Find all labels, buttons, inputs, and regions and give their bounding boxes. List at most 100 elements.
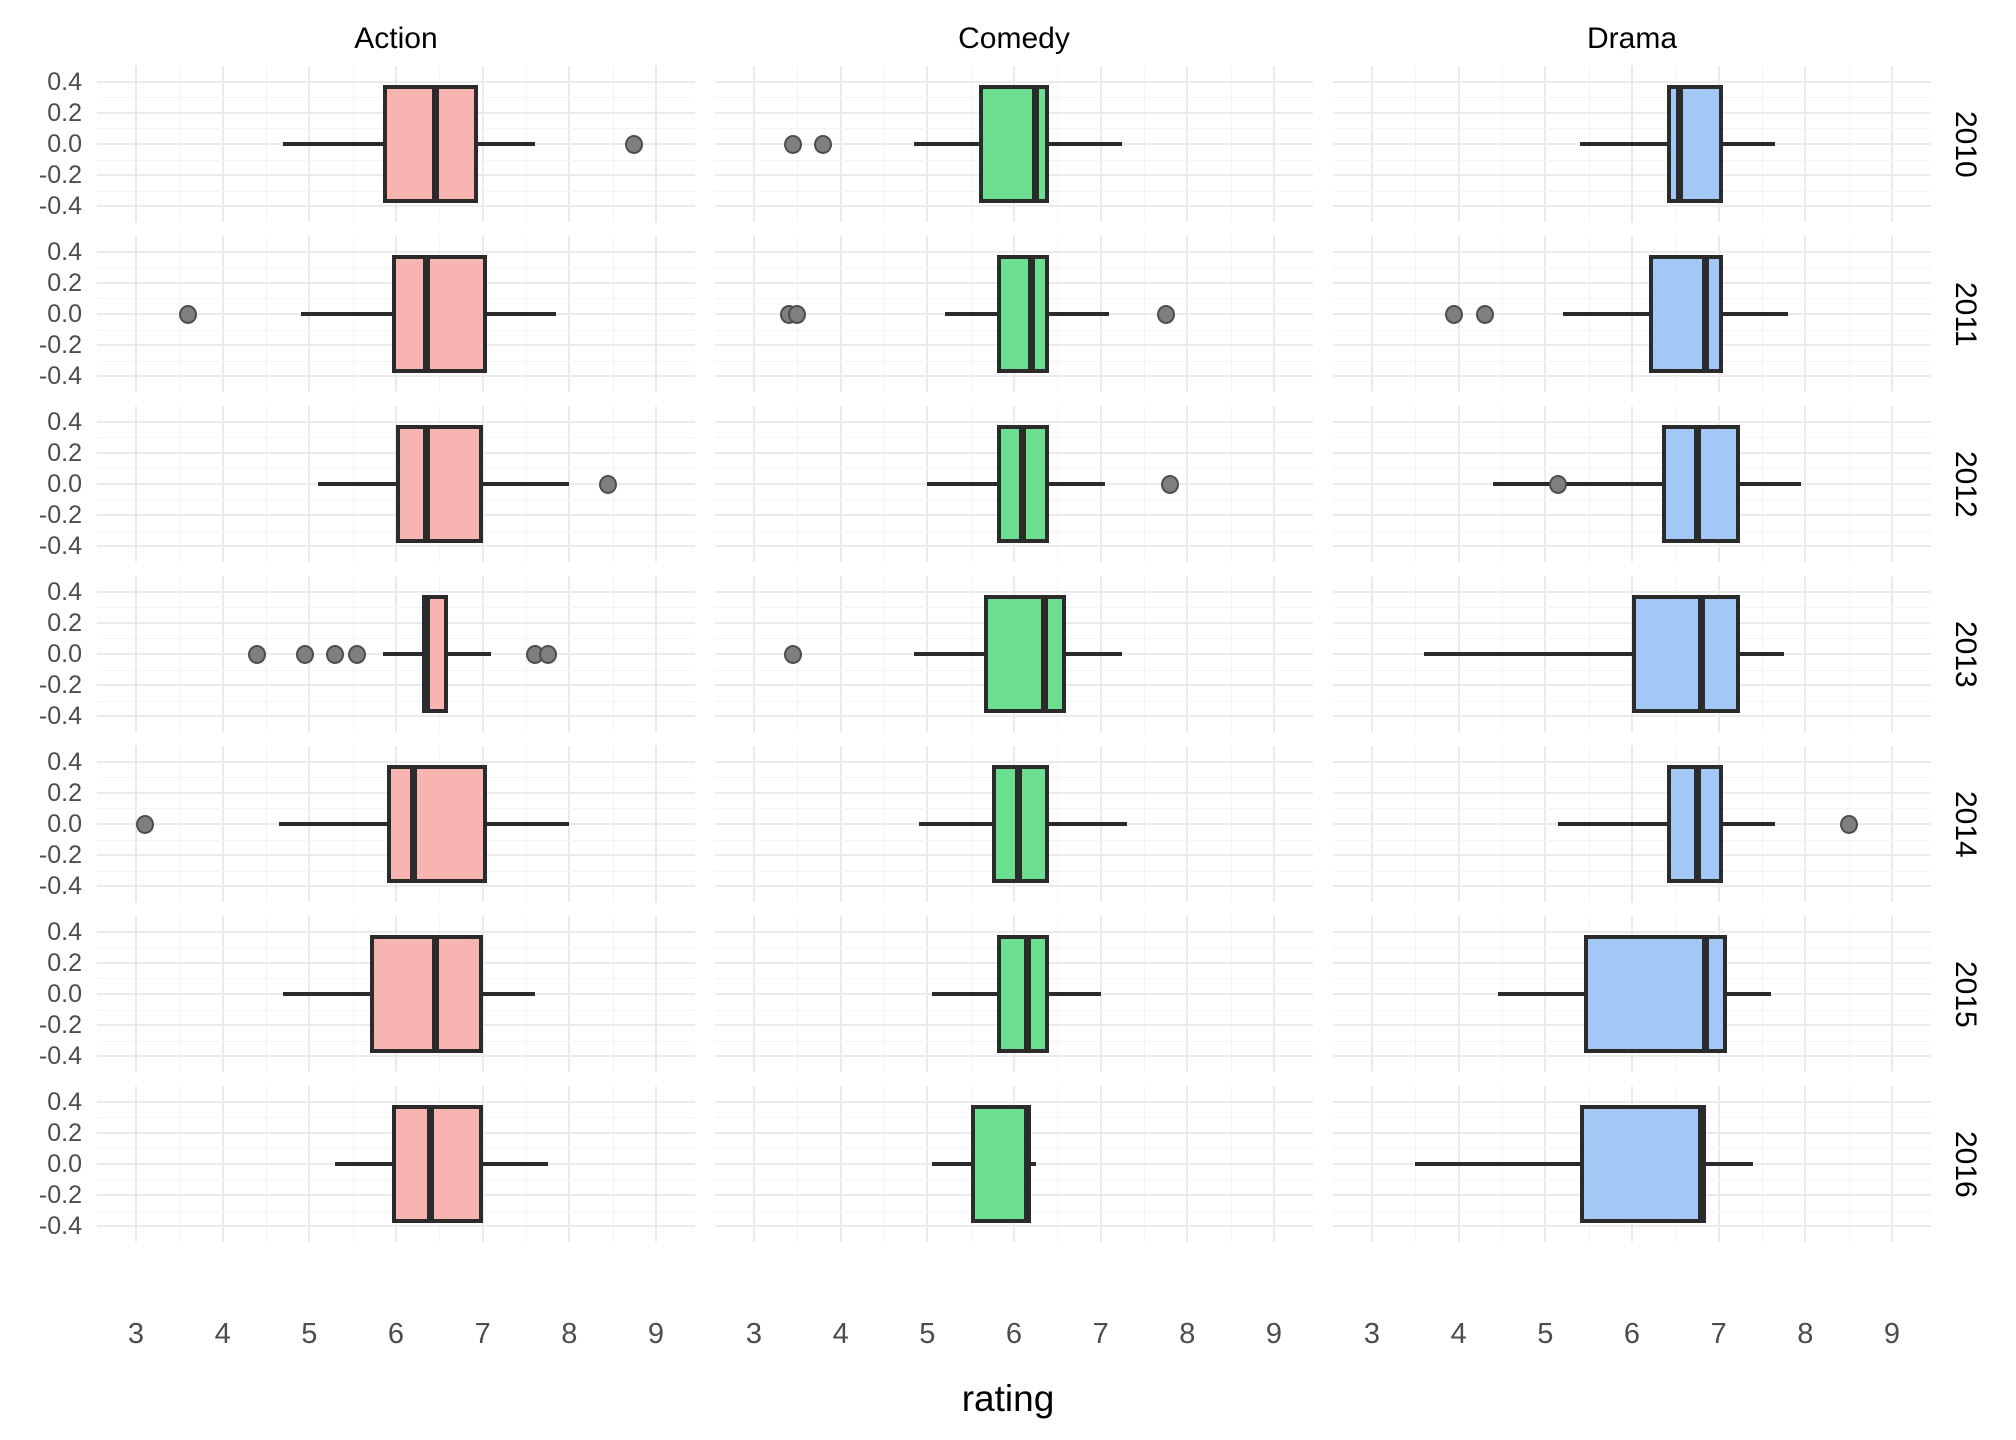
gridline-major-horizontal	[715, 375, 1313, 378]
median-line	[1032, 84, 1040, 204]
y-axis-tick-label: 0.0	[47, 300, 82, 328]
whisker-lower	[318, 482, 396, 486]
gridline-minor-horizontal	[1333, 839, 1931, 841]
x-axis-tick-label: 9	[1265, 1318, 1283, 1350]
gridline-major-horizontal	[97, 621, 695, 624]
whisker-upper	[482, 1162, 548, 1166]
gridline-major-horizontal	[1333, 930, 1931, 933]
median-line	[1023, 934, 1031, 1054]
whisker-lower	[914, 652, 984, 656]
gridline-major-horizontal	[97, 420, 695, 423]
whisker-lower	[927, 482, 997, 486]
outlier-point	[1445, 304, 1464, 324]
median-line	[1040, 594, 1048, 714]
median-line	[427, 1104, 435, 1224]
x-axis-tick-label: 6	[387, 1318, 405, 1350]
gridline-major-horizontal	[715, 420, 1313, 423]
outlier-point	[625, 134, 644, 154]
median-line	[1027, 254, 1035, 374]
panel-drama-2010	[1333, 66, 1931, 222]
gridline-major-horizontal	[715, 760, 1313, 763]
y-axis-tick-label: 0.0	[47, 810, 82, 838]
box-iqr	[1666, 84, 1723, 204]
gridline-major-horizontal	[715, 885, 1313, 888]
median-line	[1023, 1104, 1031, 1224]
y-axis-tick-label: -0.2	[38, 1181, 82, 1210]
gridline-major-horizontal	[97, 1225, 695, 1228]
y-axis-tick-label: 0.2	[47, 608, 82, 637]
box-iqr	[970, 1104, 1032, 1224]
x-axis-tick-label: 7	[1092, 1318, 1109, 1350]
whisker-upper	[1048, 142, 1123, 146]
gridline-minor-horizontal	[1333, 159, 1931, 161]
whisker-lower	[383, 652, 422, 656]
gridline-minor-horizontal	[1333, 329, 1931, 331]
gridline-major-horizontal	[97, 684, 695, 687]
x-axis-tick-label: 7	[1710, 1318, 1727, 1350]
panel-drama-2012	[1333, 406, 1931, 562]
gridline-major-horizontal	[715, 205, 1313, 208]
outlier-point	[1156, 304, 1175, 324]
whisker-lower	[283, 992, 370, 996]
x-axis-tick-label: 9	[647, 1318, 665, 1350]
y-axis-tick-label: 0.2	[47, 438, 82, 467]
x-axis-tick-label: 8	[1797, 1318, 1814, 1350]
gridline-major-horizontal	[97, 1055, 695, 1058]
whisker-lower	[300, 312, 392, 316]
box-iqr	[1632, 594, 1741, 714]
y-axis-tick-label: -0.2	[38, 1011, 82, 1040]
box-iqr	[996, 934, 1049, 1054]
whisker-upper	[1740, 482, 1801, 486]
outlier-point	[1549, 474, 1568, 494]
median-line	[1702, 934, 1710, 1054]
panel-action-2010	[97, 66, 695, 222]
box-iqr	[370, 934, 483, 1054]
facet-column-label-drama: Drama	[1586, 22, 1677, 55]
whisker-upper	[482, 992, 535, 996]
box-iqr	[1649, 254, 1723, 374]
gridline-major-horizontal	[1333, 451, 1931, 454]
y-axis-tick-label: -0.2	[38, 331, 82, 360]
outlier-point	[1839, 814, 1858, 834]
whisker-upper	[1723, 142, 1775, 146]
gridline-major-horizontal	[1333, 205, 1931, 208]
gridline-major-horizontal	[715, 1225, 1313, 1228]
median-line	[1697, 1104, 1705, 1224]
gridline-major-horizontal	[1333, 344, 1931, 347]
gridline-major-horizontal	[97, 250, 695, 253]
x-axis-tick-label: 3	[745, 1318, 763, 1350]
y-axis-tick-label: 0.4	[47, 747, 82, 776]
gridline-major-horizontal	[1333, 375, 1931, 378]
outlier-point	[326, 644, 345, 664]
whisker-upper	[1048, 312, 1110, 316]
x-axis-tick-label: 3	[1363, 1318, 1381, 1350]
gridline-minor-horizontal	[97, 669, 695, 671]
panel-action-2011	[97, 236, 695, 392]
outlier-point	[1161, 474, 1179, 494]
whisker-upper	[478, 142, 535, 146]
whisker-upper	[1048, 992, 1101, 996]
x-axis-tick-label: 6	[1623, 1318, 1641, 1350]
facet-row-label-2016: 2016	[1949, 1130, 1982, 1198]
outlier-point	[788, 304, 807, 324]
x-axis-tick-label: 5	[919, 1318, 936, 1350]
gridline-major-horizontal	[715, 545, 1313, 548]
median-line	[1697, 594, 1705, 714]
gridline-major-horizontal	[1333, 111, 1931, 114]
facet-row-label-2015: 2015	[1949, 960, 1982, 1028]
x-axis-tick-label: 3	[127, 1318, 145, 1350]
y-axis-tick-label: -0.4	[38, 872, 82, 901]
gridline-minor-horizontal	[97, 607, 695, 609]
x-axis-tick-label: 4	[1450, 1318, 1467, 1350]
panel-action-2013	[97, 576, 695, 732]
x-axis-tick-label: 5	[301, 1318, 318, 1350]
median-line	[422, 254, 430, 374]
y-axis-tick-label: 0.2	[47, 948, 82, 977]
median-line	[1014, 764, 1022, 884]
panel-action-2014	[97, 746, 695, 902]
y-axis-tick-label: 0.4	[47, 237, 82, 266]
whisker-upper	[487, 822, 570, 826]
gridline-major-horizontal	[1333, 885, 1931, 888]
whisker-lower	[931, 992, 997, 996]
